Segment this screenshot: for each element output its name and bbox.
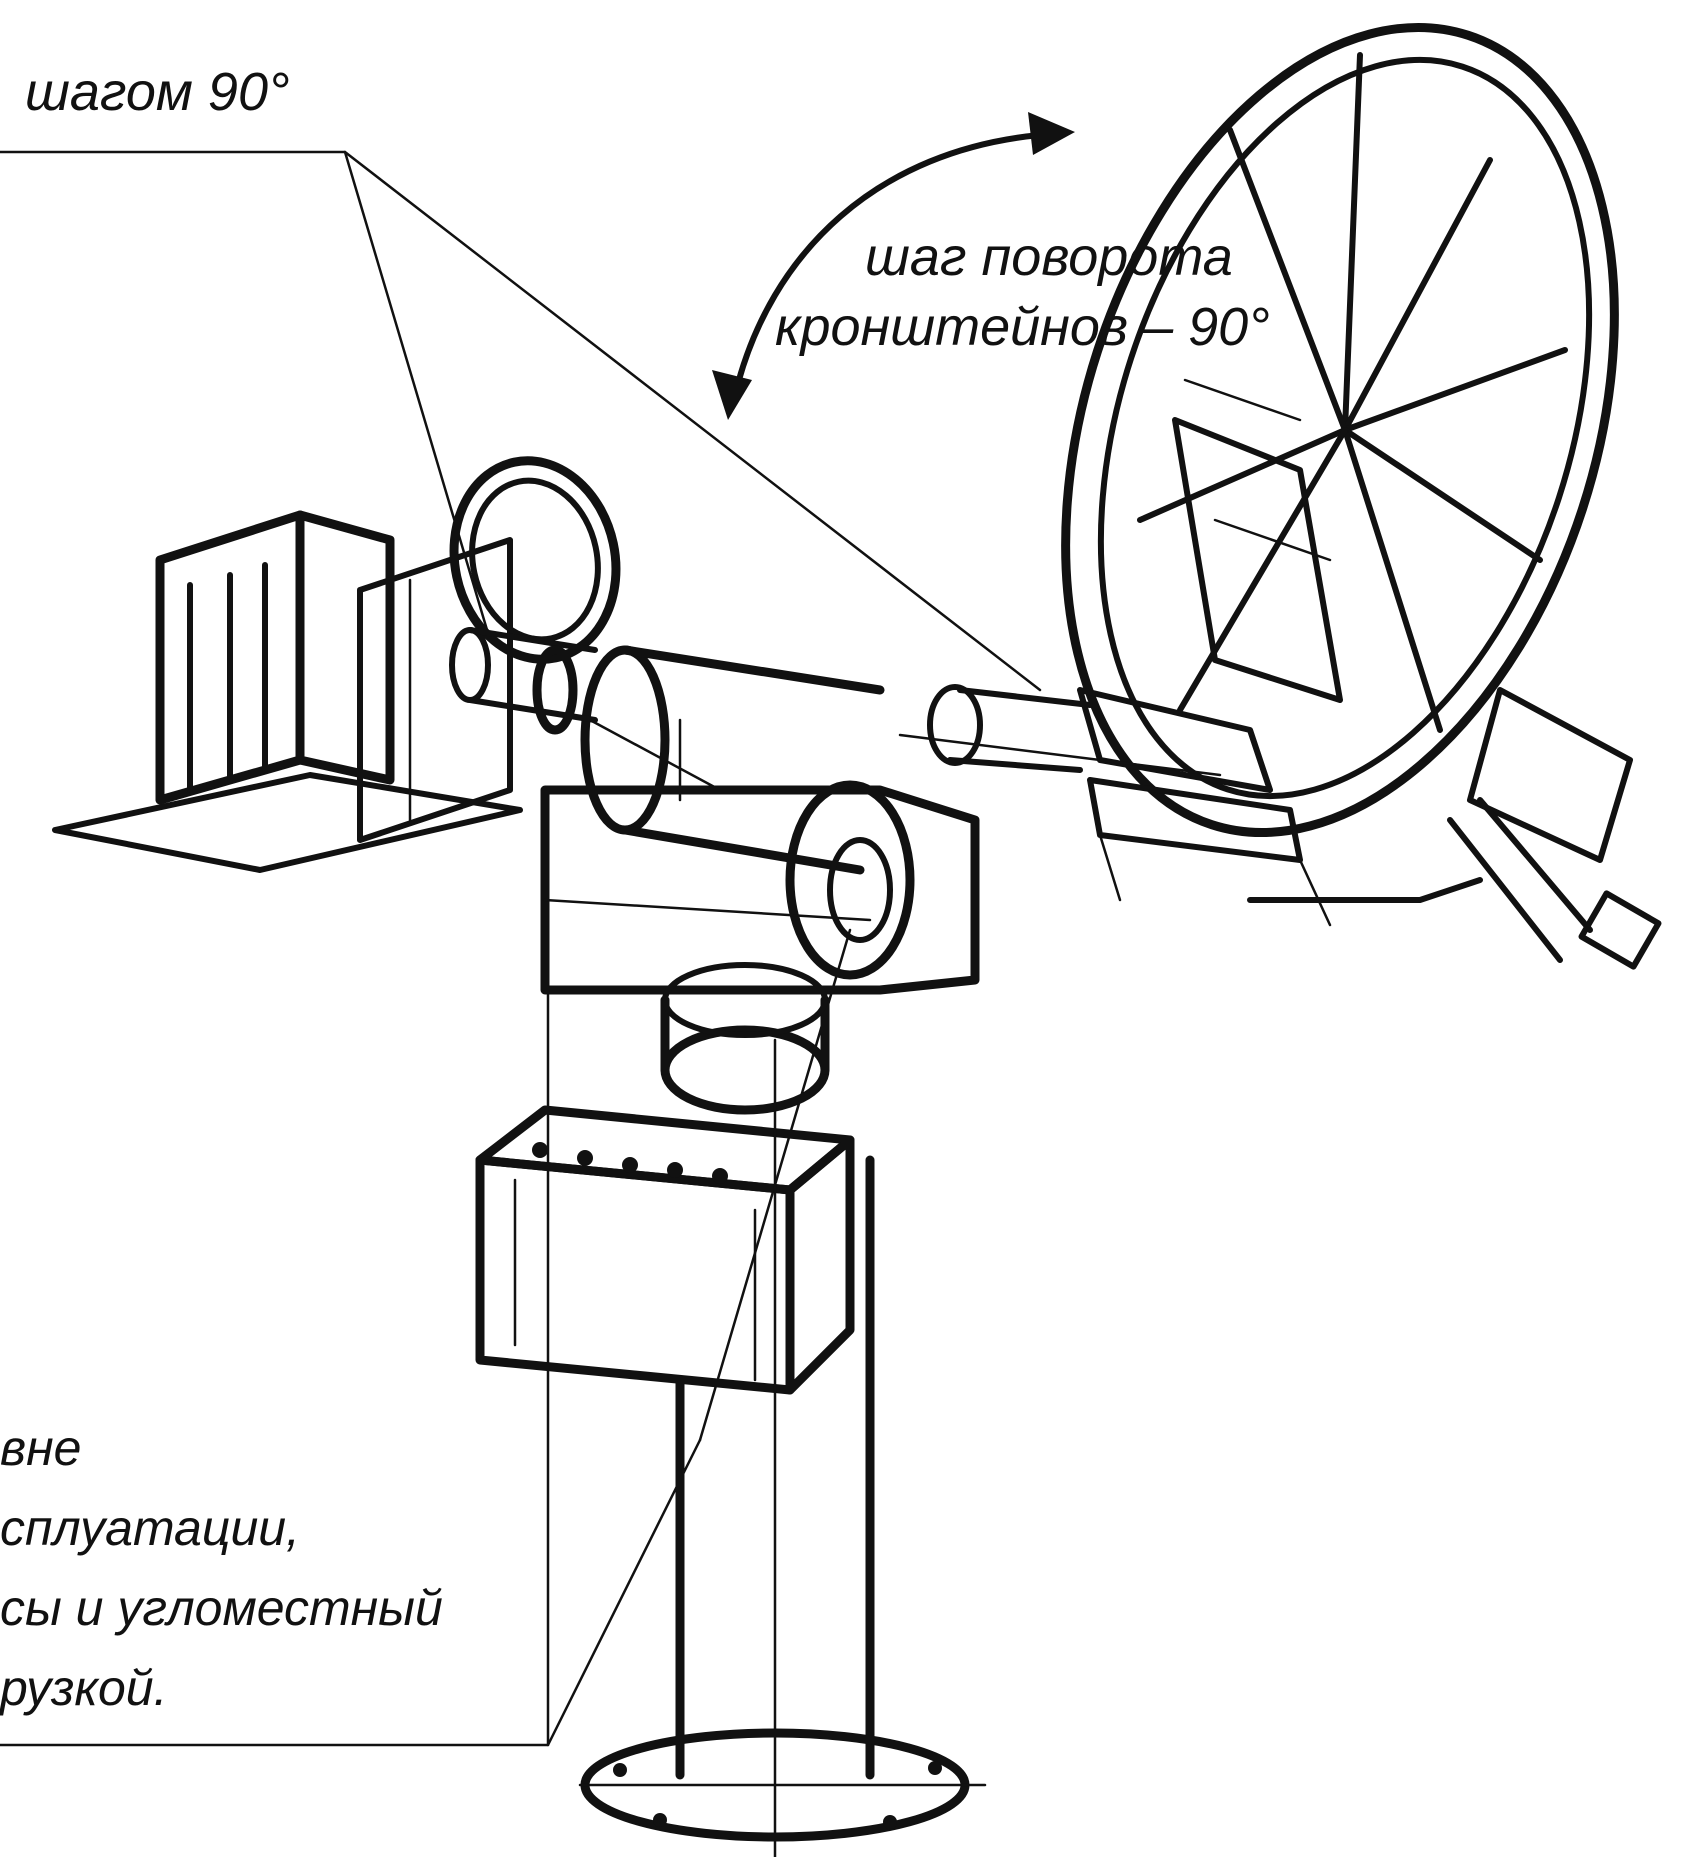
rotation-arrow bbox=[712, 112, 1075, 420]
dish-cradle bbox=[1087, 687, 1662, 970]
label-bottom-3: сы и угломестный bbox=[0, 1580, 443, 1636]
label-bottom-2: сплуатации, bbox=[0, 1500, 300, 1556]
label-rotation-step-2: кронштейнов – 90° bbox=[775, 297, 1270, 357]
drive-housing bbox=[540, 645, 980, 995]
elevation-shaft bbox=[898, 684, 1222, 777]
antenna-dish bbox=[1061, 23, 1619, 837]
label-bottom-1: вне bbox=[0, 1420, 81, 1476]
label-rotation-step-1: шаг поворота bbox=[865, 227, 1233, 287]
junction-box bbox=[475, 1105, 855, 1395]
label-bottom-4: рузкой. bbox=[0, 1660, 168, 1716]
text-labels: шагом 90° шаг поворота кронштейнов – 90°… bbox=[0, 62, 1270, 1716]
pedestal-column bbox=[578, 1038, 987, 1857]
azimuth-turntable bbox=[660, 962, 830, 1115]
left-motor-assembly bbox=[52, 456, 621, 873]
label-step-top: шагом 90° bbox=[25, 62, 290, 122]
